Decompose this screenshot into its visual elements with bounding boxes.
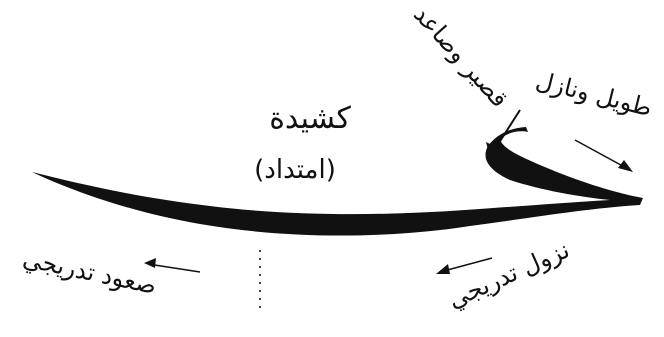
left-bottom-arrow xyxy=(148,264,200,272)
left-bottom-arrowhead xyxy=(144,258,156,268)
kashida-stroke xyxy=(32,127,643,236)
right-top-arrowhead xyxy=(618,160,633,172)
label-gradual-ascent: صعود تدريجي xyxy=(20,244,159,300)
label-kashida: كشيدة xyxy=(269,101,351,136)
right-bottom-arrowhead xyxy=(436,264,450,274)
label-short-rising: قصير وصاعد xyxy=(408,0,514,113)
label-gradual-descent: نزول تدريجي xyxy=(444,236,574,314)
label-extension: (امتداد) xyxy=(254,155,336,185)
label-long-descending: طويل ونازل xyxy=(533,66,655,122)
